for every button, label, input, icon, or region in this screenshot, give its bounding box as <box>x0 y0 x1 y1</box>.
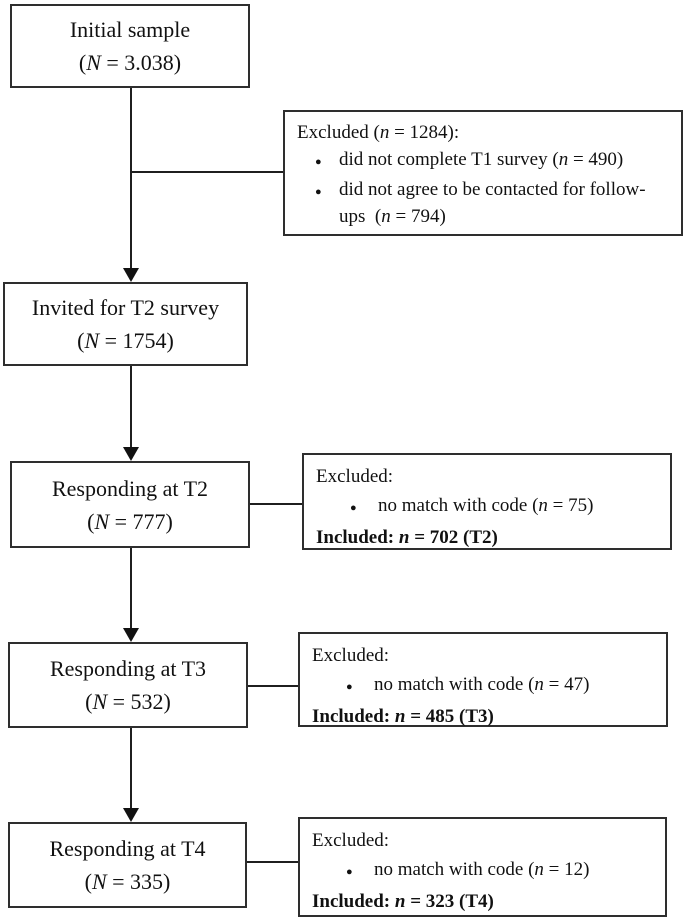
count-prefix: ( <box>87 508 95 534</box>
flow-box-responding-t3: Responding at T3 (N = 532) <box>8 642 248 728</box>
flow-box-responding-t4: Responding at T4 (N = 335) <box>8 822 247 908</box>
branch-line-t1-exclusion <box>131 171 283 173</box>
included-post: = 323 (T4) <box>405 891 494 912</box>
box-title: Invited for T2 survey <box>31 295 220 320</box>
bullet-text: did not complete T1 survey (n = 490) <box>339 146 673 173</box>
count-prefix: ( <box>77 328 85 353</box>
exclusion-box-t4: Excluded: ● no match with code (n = 12) … <box>298 817 667 917</box>
included-pre: Included: <box>316 527 399 548</box>
included-pre: Included: <box>312 706 395 727</box>
exclusion-box-t3: Excluded: ● no match with code (n = 47) … <box>298 632 668 727</box>
count-suffix: = 1754) <box>99 328 174 353</box>
included-line: Included: n = 323 (T4) <box>312 887 657 916</box>
exclusion-header: Excluded: <box>312 641 658 670</box>
bullet-text: no match with code (n = 75) <box>378 491 662 520</box>
bullet-post: = 47) <box>543 674 590 695</box>
connector-initial-to-invited <box>130 88 132 269</box>
box-title: Responding at T3 <box>49 656 207 681</box>
box-count: (N = 532) <box>85 685 171 718</box>
exclusion-box-t2: Excluded: ● no match with code (n = 75) … <box>302 453 672 550</box>
box-count: (N = 1754) <box>77 324 174 357</box>
count-variable: N <box>84 328 100 353</box>
exclusion-bullet: ● did not agree to be contacted for foll… <box>297 176 673 230</box>
box-title: Initial sample <box>69 17 191 42</box>
box-title: Responding at T2 <box>51 475 209 501</box>
count-suffix: = 532) <box>107 689 171 714</box>
count-variable: N <box>92 689 108 714</box>
bullet-icon: ● <box>346 681 353 693</box>
branch-line-t3-exclusion <box>248 685 298 687</box>
included-variable: n <box>394 891 406 912</box>
exclusion-header: Excluded (n = 1284): <box>297 119 673 146</box>
included-post: = 485 (T3) <box>405 706 494 727</box>
header-pre: Excluded: <box>312 645 390 666</box>
exclusion-bullet: ● no match with code (n = 12) <box>312 855 657 887</box>
arrowhead-down-icon <box>123 808 139 822</box>
count-prefix: ( <box>78 50 87 75</box>
exclusion-bullet: ● no match with code (n = 47) <box>312 670 658 702</box>
exclusion-box-after-t1: Excluded (n = 1284): ● did not complete … <box>283 110 683 236</box>
bullet-icon: ● <box>315 186 322 198</box>
included-pre: Included: <box>312 891 395 912</box>
box-count: (N = 777) <box>87 505 173 538</box>
bullet-icon: ● <box>346 866 353 878</box>
branch-line-t2-exclusion <box>250 503 302 505</box>
arrowhead-down-icon <box>123 447 139 461</box>
connector-invited-to-t2 <box>130 366 132 448</box>
count-suffix: = 3.038) <box>100 50 182 75</box>
exclusion-bullet: ● no match with code (n = 75) <box>316 491 662 523</box>
bullet-variable: n <box>534 859 544 880</box>
bullet-variable: n <box>381 206 391 227</box>
bullet-icon: ● <box>315 156 322 168</box>
count-prefix: ( <box>84 869 92 894</box>
included-variable: n <box>394 706 406 727</box>
branch-line-t4-exclusion <box>247 861 298 863</box>
connector-t2-to-t3 <box>130 548 132 629</box>
included-line: Included: n = 702 (T2) <box>316 523 662 552</box>
bullet-pre: no match with code ( <box>378 495 539 516</box>
header-pre: Excluded: <box>312 830 390 851</box>
flow-box-initial-sample: Initial sample (N = 3.038) <box>10 4 250 88</box>
bullet-post: = 12) <box>543 859 590 880</box>
header-post: = 1284): <box>389 122 460 143</box>
count-suffix: = 335) <box>106 869 171 894</box>
bullet-variable: n <box>558 149 569 170</box>
connector-t3-to-t4 <box>130 728 132 809</box>
bullet-text: no match with code (n = 47) <box>374 670 658 699</box>
arrowhead-down-icon <box>123 268 139 282</box>
header-variable: n <box>379 122 390 143</box>
exclusion-header: Excluded: <box>312 826 657 855</box>
included-variable: n <box>398 527 410 548</box>
count-variable: N <box>94 508 110 534</box>
included-line: Included: n = 485 (T3) <box>312 702 658 731</box>
count-variable: N <box>91 869 107 894</box>
bullet-post: = 75) <box>547 495 594 516</box>
bullet-icon: ● <box>350 502 357 514</box>
box-count: (N = 335) <box>85 865 171 898</box>
exclusion-bullet: ● did not complete T1 survey (n = 490) <box>297 146 673 176</box>
bullet-post: = 490) <box>568 149 624 170</box>
box-title: Responding at T4 <box>49 836 206 861</box>
count-variable: N <box>86 50 101 75</box>
arrowhead-down-icon <box>123 628 139 642</box>
bullet-pre: did not agree to be contacted for follow… <box>339 179 646 227</box>
bullet-pre: no match with code ( <box>374 859 535 880</box>
included-post: = 702 (T2) <box>409 527 498 548</box>
bullet-post: = 794) <box>390 206 446 227</box>
box-count: (N = 3.038) <box>79 46 181 79</box>
flow-box-responding-t2: Responding at T2 (N = 777) <box>10 461 250 548</box>
bullet-text: no match with code (n = 12) <box>374 855 657 884</box>
bullet-pre: no match with code ( <box>374 674 535 695</box>
count-suffix: = 777) <box>109 508 173 534</box>
count-prefix: ( <box>85 689 93 714</box>
bullet-variable: n <box>538 495 548 516</box>
header-pre: Excluded ( <box>297 122 380 143</box>
flow-box-invited-t2: Invited for T2 survey (N = 1754) <box>3 282 248 366</box>
bullet-pre: did not complete T1 survey ( <box>339 149 559 170</box>
header-pre: Excluded: <box>316 466 394 487</box>
bullet-text: did not agree to be contacted for follow… <box>339 176 673 230</box>
exclusion-header: Excluded: <box>316 462 662 491</box>
bullet-variable: n <box>534 674 544 695</box>
